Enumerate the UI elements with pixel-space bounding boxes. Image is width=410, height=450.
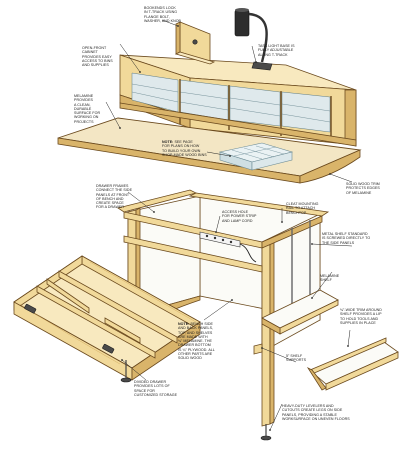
callout-open-front-cabinet: OPEN-FRONT CABINET PROVIDES EASY ACCESS … (82, 46, 113, 68)
melamine-shelf (261, 289, 339, 335)
bookend (174, 21, 216, 65)
leveler-feet-icon (120, 360, 272, 441)
wood-bins-icon (131, 72, 331, 133)
drawer-pull-icon (24, 303, 115, 354)
callout-drawer-frames: DRAWER FRAMES CONNECT THE SIDE PANELS AT… (96, 184, 133, 210)
divided-drawer (13, 255, 201, 381)
callout-melamine-shelf: MELAMINE SHELF (320, 274, 340, 283)
note-lead: NOTE: (162, 140, 174, 144)
benchtop (57, 117, 362, 184)
leader-lines (105, 19, 353, 431)
hutch-cabinet (119, 54, 357, 147)
note-bench-lead: NOTE: (178, 322, 190, 326)
callout-solid-wood-trim: SOLID WOOD TRIM PROTECTS EDGES OF MELAMI… (346, 182, 380, 195)
callout-note-bench: NOTE: BENCH SIDE AND BACK PANELS, TOP, A… (178, 322, 215, 361)
callout-levelers: HEAVY-DUTY LEVELERS AND CUTOUTS CREATE L… (282, 404, 350, 421)
callout-note-plans: NOTE: SEE PAGE FOR PLANS ON HOW TO BUILD… (162, 140, 207, 157)
note-plans-text: SEE PAGE FOR PLANS ON HOW TO BUILD YOUR … (162, 140, 207, 157)
exploded-shelf (306, 337, 399, 391)
callout-shelf-lip: ¾"-WIDE TRIM AROUND SHELF PROVIDES A LIP… (340, 308, 382, 325)
callout-task-light: TASK LIGHT BASE IS FULLY ADJUSTABLE ALON… (258, 44, 295, 57)
callout-access-hole: ACCESS HOLE FOR POWER STRIP AND LAMP COR… (222, 210, 257, 223)
callout-divided-drawer: DIVIDED DRAWER PROVIDES LOTS OF SPACE FO… (134, 380, 178, 397)
task-lamp-icon (234, 8, 273, 71)
callout-cleat-mounting: CLEAT MOUNTING RAIL TO ATTACH BENCHTOP (286, 202, 319, 215)
callout-bookends: BOOKENDS LOCK IN T-TRACK USING FLANGE BO… (144, 6, 182, 23)
callout-metal-shelf-standard: METAL SHELF STANDARD IS SCREWED DIRECTLY… (322, 232, 371, 245)
callout-shelf-supports: 5" SHELF SUPPORTS (286, 354, 307, 363)
callout-melamine-surface: MELAMINE PROVIDES A CLEAN, DURABLE SURFA… (74, 94, 101, 124)
bench-base (117, 189, 330, 427)
power-strip-icon (199, 231, 257, 263)
note-bench-text: BENCH SIDE AND BACK PANELS, TOP, AND SHE… (178, 322, 215, 361)
